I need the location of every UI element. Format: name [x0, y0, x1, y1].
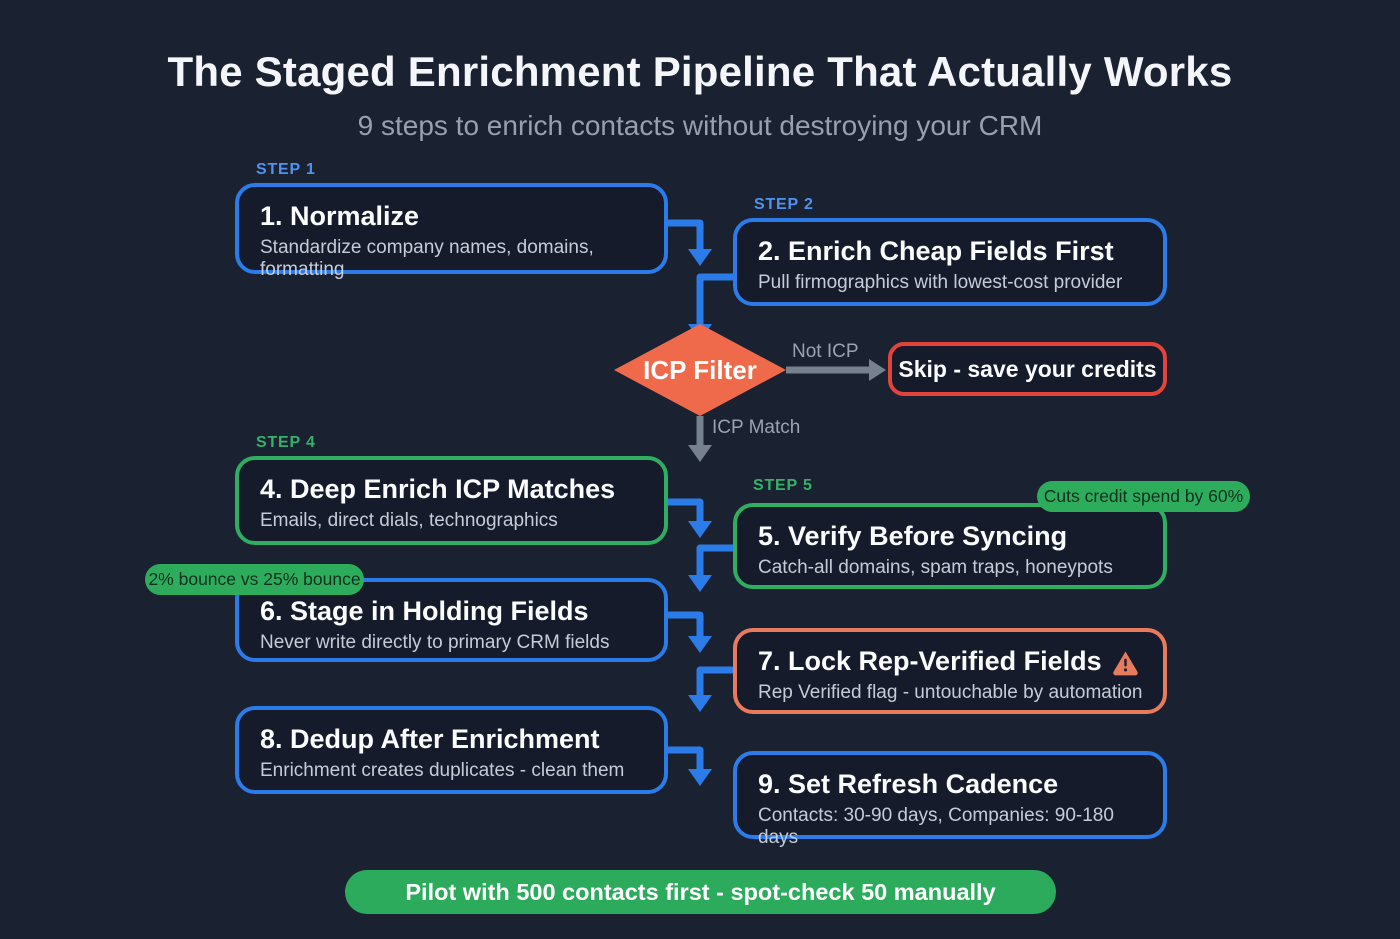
step-7-box: 7. Lock Rep-Verified Fields Rep Verified… — [733, 628, 1167, 714]
step-2-box: 2. Enrich Cheap Fields First Pull firmog… — [733, 218, 1167, 306]
step-2-label: STEP 2 — [754, 196, 814, 213]
warning-triangle-icon — [1112, 651, 1138, 676]
bounce-rate-badge: 2% bounce vs 25% bounce — [145, 564, 364, 595]
step-1-box: 1. Normalize Standardize company names, … — [235, 183, 668, 280]
credit-spend-badge: Cuts credit spend by 60% — [1037, 481, 1250, 512]
step-9-box: 9. Set Refresh Cadence Contacts: 30-90 d… — [733, 751, 1167, 848]
blue-flow-arrows — [668, 219, 733, 770]
step-7-title-text: 7. Lock Rep-Verified Fields — [758, 646, 1102, 676]
step-7-desc: Rep Verified flag - untouchable by autom… — [758, 682, 1143, 704]
skip-box-label: Skip - save your credits — [898, 355, 1157, 382]
step-8-title: 8. Dedup After Enrichment — [260, 724, 600, 754]
step-8-desc: Enrichment creates duplicates - clean th… — [260, 760, 625, 782]
step-9-title: 9. Set Refresh Cadence — [758, 769, 1059, 799]
pilot-advice-pill: Pilot with 500 contacts first - spot-che… — [345, 870, 1056, 914]
branch-not-icp-label: Not ICP — [792, 341, 859, 362]
step-5-title: 5. Verify Before Syncing — [758, 521, 1068, 551]
branch-icp-match-label: ICP Match — [712, 417, 801, 438]
icp-filter-label: ICP Filter — [643, 354, 757, 385]
step-1-desc: Standardize company names, domains, form… — [260, 237, 594, 281]
step-5-desc: Catch-all domains, spam traps, honeypots — [758, 557, 1113, 579]
step-1-label: STEP 1 — [256, 161, 316, 178]
blue-arrowheads — [688, 249, 712, 786]
step-5-box: 5. Verify Before Syncing Catch-all domai… — [733, 503, 1167, 589]
page-subtitle: 9 steps to enrich contacts without destr… — [357, 110, 1043, 141]
step-6-title: 6. Stage in Holding Fields — [260, 596, 589, 626]
step-5-label: STEP 5 — [753, 477, 813, 494]
step-2-title: 2. Enrich Cheap Fields First — [758, 236, 1114, 266]
step-4-label: STEP 4 — [256, 434, 316, 451]
step-8-box: 8. Dedup After Enrichment Enrichment cre… — [235, 706, 668, 794]
gray-branch-arrows — [696, 366, 870, 446]
step-4-box: 4. Deep Enrich ICP Matches Emails, direc… — [235, 456, 668, 545]
step-9-desc: Contacts: 30-90 days, Companies: 90-180 … — [758, 805, 1114, 849]
step-7-title: 7. Lock Rep-Verified Fields — [758, 645, 1143, 677]
step-1-title: 1. Normalize — [260, 201, 420, 231]
skip-save-credits-box: Skip - save your credits — [888, 342, 1167, 396]
step-4-title: 4. Deep Enrich ICP Matches — [260, 474, 616, 504]
page-title: The Staged Enrichment Pipeline That Actu… — [167, 48, 1233, 95]
step-2-desc: Pull firmographics with lowest-cost prov… — [758, 272, 1123, 294]
gray-arrowheads — [688, 359, 886, 462]
step-4-desc: Emails, direct dials, technographics — [260, 510, 558, 532]
step-6-desc: Never write directly to primary CRM fiel… — [260, 632, 610, 654]
